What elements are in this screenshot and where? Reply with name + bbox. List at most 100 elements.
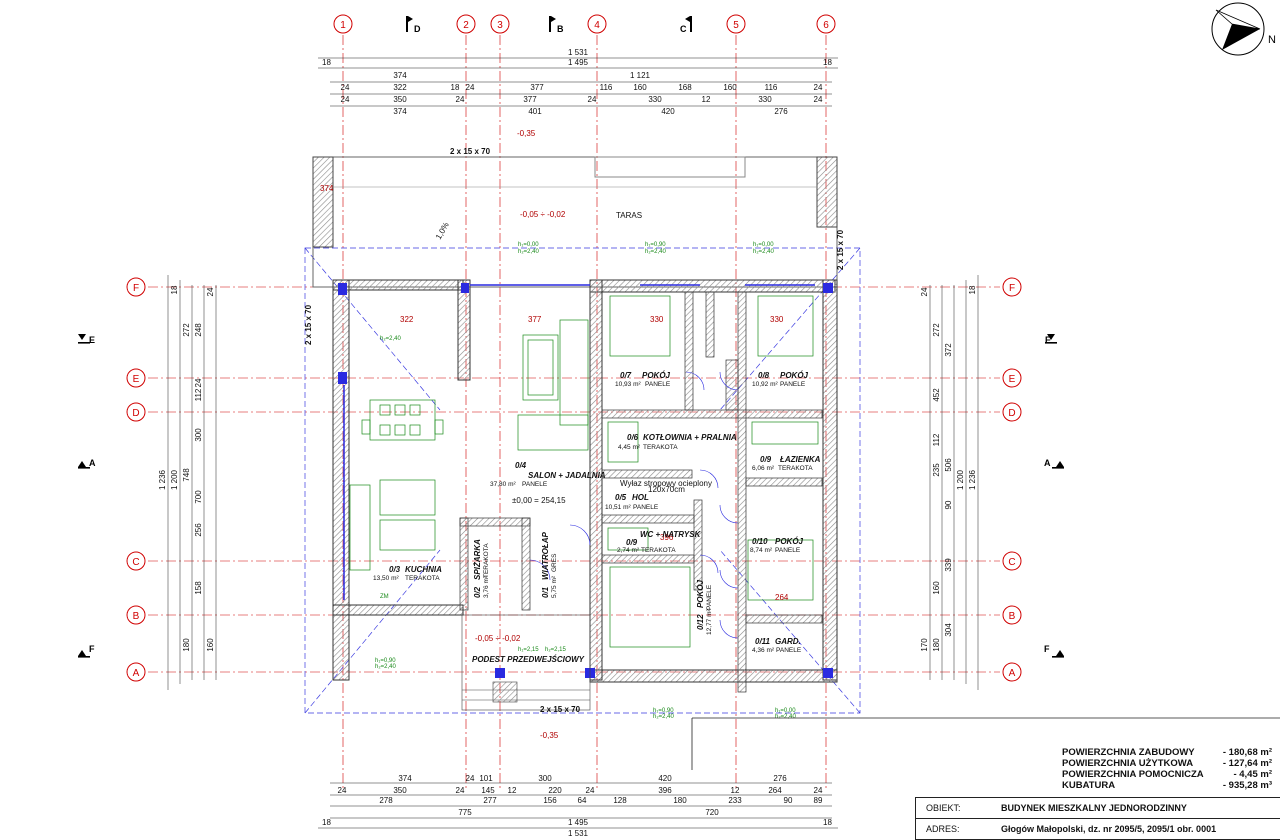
svg-text:24: 24 — [456, 786, 465, 795]
svg-text:116: 116 — [600, 83, 613, 92]
room-0-9-wc: 0/9 WC + NATRYSK 2,74 m² TERAKOTA — [617, 530, 702, 554]
svg-text:90: 90 — [944, 500, 953, 509]
svg-text:24: 24 — [814, 95, 823, 104]
svg-text:4,45 m²: 4,45 m² — [618, 444, 641, 451]
svg-text:1 200: 1 200 — [956, 469, 965, 490]
svg-text:112: 112 — [932, 433, 941, 446]
svg-text:264: 264 — [768, 786, 782, 795]
dim-col-left: 1 236 1 200 748 272 248 24 112 300 700 2… — [158, 285, 215, 652]
svg-text:401: 401 — [528, 107, 542, 116]
stairs-left-label: 2 x 15 x 70 — [304, 304, 313, 345]
summary-row: KUBATURA- 935,28 m³ — [1062, 780, 1272, 791]
svg-text:180: 180 — [673, 796, 687, 805]
area-summary: POWIERZCHNIA ZABUDOWY- 180,68 m² POWIERZ… — [1062, 747, 1272, 791]
svg-text:339: 339 — [944, 558, 953, 572]
north-arrow-icon: N — [1211, 2, 1276, 56]
dimensions-top — [318, 57, 838, 107]
svg-text:WIATROŁAP: WIATROŁAP — [541, 531, 550, 580]
stairs-right-label: 2 x 15 x 70 — [836, 229, 845, 270]
svg-text:0/10: 0/10 — [752, 537, 768, 546]
svg-text:24: 24 — [194, 378, 203, 387]
svg-text:377: 377 — [523, 95, 537, 104]
svg-text:GRES: GRES — [551, 553, 558, 572]
svg-text:377: 377 — [530, 83, 544, 92]
svg-text:0/7: 0/7 — [620, 371, 632, 380]
svg-text:KOTŁOWNIA + PRALNIA: KOTŁOWNIA + PRALNIA — [643, 433, 737, 442]
svg-text:158: 158 — [194, 581, 203, 595]
axis-label: F — [133, 283, 139, 294]
room-0-7: 0/7 POKÓJ 10,93 m² PANELE — [615, 371, 671, 388]
dimensions-right — [929, 275, 979, 690]
dim-row-bottom-4: 775 720 — [458, 808, 719, 817]
svg-text:3,76 m²: 3,76 m² — [483, 575, 490, 598]
svg-text:6,06 m²: 6,06 m² — [752, 465, 775, 472]
stairs-bottom-label: 2 x 15 x 70 — [540, 705, 581, 714]
svg-text:272: 272 — [182, 323, 191, 337]
svg-text:PANELE: PANELE — [776, 647, 802, 654]
svg-text:0/3: 0/3 — [389, 565, 401, 574]
svg-text:24: 24 — [814, 786, 823, 795]
svg-text:PANELE: PANELE — [706, 584, 713, 610]
dim-col-right: 1 236 1 200 272 372 112 506 452 235 90 3… — [920, 285, 977, 652]
room-0-11: 0/11 GARD. 4,36 m² PANELE — [752, 637, 802, 654]
section-mark-label: F — [1044, 644, 1050, 654]
axis-label: 2 — [463, 20, 469, 31]
svg-text:160: 160 — [633, 83, 647, 92]
svg-text:145: 145 — [481, 786, 495, 795]
svg-text:TERAKOTA: TERAKOTA — [483, 543, 490, 578]
axis-label: B — [133, 611, 140, 622]
svg-text:0/12: 0/12 — [696, 614, 705, 630]
dim: 322 — [400, 315, 414, 324]
svg-text:24: 24 — [466, 83, 475, 92]
exterior-walls — [332, 279, 838, 683]
section-mark-label: D — [414, 24, 421, 34]
room-0-1: 0/1 WIATROŁAP 5,75 m² GRES — [541, 531, 558, 598]
svg-text:12,77 m²: 12,77 m² — [706, 609, 713, 635]
level-terrace: -0,35 — [517, 129, 536, 138]
svg-text:775: 775 — [458, 808, 472, 817]
svg-text:24: 24 — [206, 287, 215, 296]
dim-total-outer: 1 531 — [568, 829, 589, 838]
svg-text:24: 24 — [586, 786, 595, 795]
svg-text:278: 278 — [379, 796, 393, 805]
axis-label: D — [1008, 408, 1015, 419]
dimensions-bottom — [318, 782, 838, 829]
svg-text:24: 24 — [588, 95, 597, 104]
svg-text:10,92 m²: 10,92 m² — [752, 381, 778, 388]
roof-outline — [304, 247, 861, 714]
section-mark-label: A — [89, 458, 96, 468]
entrance-label: PODEST PRZEDWEJŚCIOWY — [472, 655, 585, 664]
height-label: h₂=2,40 — [775, 714, 797, 720]
height-label: h₁=0,00 — [518, 242, 539, 248]
svg-text:0/6: 0/6 — [627, 433, 639, 442]
svg-text:170: 170 — [920, 638, 929, 652]
dim-total-inner: 1 495 — [568, 58, 589, 67]
svg-text:720: 720 — [705, 808, 719, 817]
svg-text:SPIŻARKA: SPIŻARKA — [473, 539, 482, 580]
svg-text:12: 12 — [731, 786, 740, 795]
room-0-3: 0/3 KUCHNIA 13,50 m² TERAKOTA — [373, 565, 442, 582]
svg-text:0/8: 0/8 — [758, 371, 770, 380]
svg-text:116: 116 — [765, 83, 778, 92]
svg-text:350: 350 — [393, 786, 407, 795]
height-label: h₂=2,40 — [380, 336, 402, 342]
dim: 18 — [823, 818, 832, 827]
svg-text:GARD.: GARD. — [775, 637, 801, 646]
svg-text:112: 112 — [194, 388, 203, 401]
zm-label: ZM — [380, 594, 389, 600]
dim: 264 — [775, 593, 789, 602]
svg-text:276: 276 — [774, 107, 788, 116]
section-mark-label: C — [680, 24, 687, 34]
svg-text:24: 24 — [341, 95, 350, 104]
height-label: h₁=0,90 — [645, 242, 666, 248]
axis-label: 6 — [823, 20, 829, 31]
svg-text:396: 396 — [658, 786, 672, 795]
stairs-top-label: 2 x 15 x 70 — [450, 147, 491, 156]
hatch-label: Wyłaz stropowy ocieplony — [620, 479, 712, 488]
room-0-2: 0/2 SPIŻARKA 3,76 m² TERAKOTA — [473, 539, 490, 598]
title-row-object: OBIEKT: BUDYNEK MIESZKALNY JEDNORODZINNY — [916, 798, 1280, 819]
svg-text:180: 180 — [932, 638, 941, 652]
svg-text:0/1: 0/1 — [541, 586, 550, 598]
room-0-5: 0/5 HOL 10,51 m² PANELE — [605, 493, 659, 511]
